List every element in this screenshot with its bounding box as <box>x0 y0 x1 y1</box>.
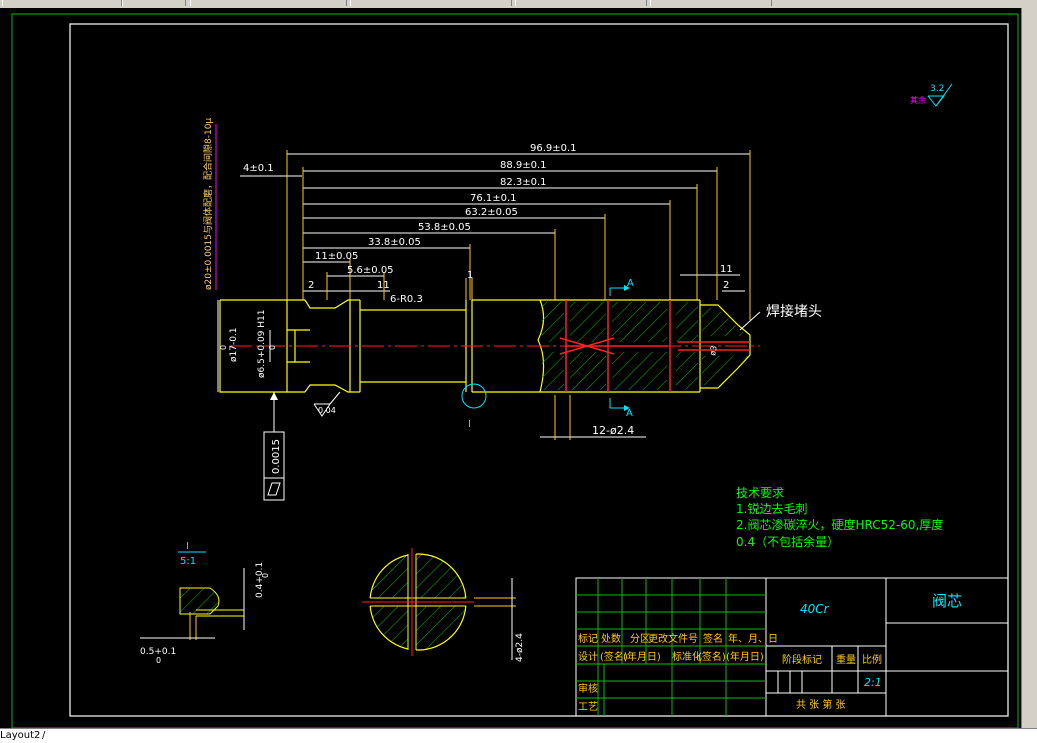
svg-text:11: 11 <box>377 280 390 291</box>
title-block <box>575 577 1009 717</box>
svg-text:88.9±0.1: 88.9±0.1 <box>500 160 547 171</box>
svg-text:11±0.05: 11±0.05 <box>315 251 358 262</box>
svg-text:I: I <box>186 541 189 552</box>
svg-text:12-ø2.4: 12-ø2.4 <box>592 424 634 437</box>
svg-text:11: 11 <box>720 264 733 275</box>
svg-text:焊接堵头: 焊接堵头 <box>766 303 822 320</box>
svg-text:A: A <box>627 278 634 289</box>
svg-text:标记: 标记 <box>578 633 598 645</box>
title-block-texts: 标记 处数 分区 更改文件号 签名 年、月、日 设计 (签名) (年月日) 标准… <box>578 632 882 713</box>
weld-plug-callout: 焊接堵头 ø3 <box>708 303 822 356</box>
toolbar-segment[interactable] <box>122 0 186 6</box>
toolbar-segment[interactable] <box>190 0 347 6</box>
drawing-canvas[interactable]: 其余 3.2 ø20±0.0015与阀体配磨，配合间隙8-10μ <box>0 8 1021 729</box>
detail-view: I 5:1 0.5+0.1 0 0.4+0.1 0 <box>140 541 270 665</box>
detail-circle-marker: I <box>461 383 487 430</box>
material-text: 40Cr <box>800 602 830 616</box>
section-a-markers: A A <box>609 278 634 419</box>
svg-text:0.5+0.1: 0.5+0.1 <box>140 647 176 657</box>
svg-text:更改文件号: 更改文件号 <box>648 632 698 645</box>
svg-text:技术要求: 技术要求 <box>736 486 784 500</box>
cad-drawing[interactable]: 其余 3.2 ø20±0.0015与阀体配磨，配合间隙8-10μ <box>0 8 1021 729</box>
valve-core-outline <box>219 299 751 393</box>
tab-separator: / <box>42 730 46 741</box>
toolbar-segment[interactable] <box>2 0 122 6</box>
holes-dimension: 12-ø2.4 <box>540 395 646 440</box>
svg-text:年、月、日: 年、月、日 <box>728 632 778 645</box>
svg-text:2: 2 <box>723 280 729 291</box>
svg-text:处数: 处数 <box>601 632 621 645</box>
technical-requirements: 技术要求 1.锐边去毛刺 2.阀芯渗碳淬火，硬度HRC52-60,厚度 0.4（… <box>736 486 943 549</box>
svg-text:ø6.5+0.09 H11: ø6.5+0.09 H11 <box>257 310 267 378</box>
svg-text:分区: 分区 <box>630 633 650 645</box>
dimension-texts: 96.9±0.1 88.9±0.1 82.3±0.1 76.1±0.1 63.2… <box>243 143 733 305</box>
svg-text:(年月日): (年月日) <box>726 650 764 663</box>
svg-text:(年月日): (年月日) <box>623 650 661 663</box>
section-view-aa: 4-ø2.4 <box>362 548 525 662</box>
svg-text:阶段标记: 阶段标记 <box>782 653 822 666</box>
svg-text:ø17-0.1: ø17-0.1 <box>229 327 239 362</box>
svg-text:(签名): (签名) <box>698 650 726 663</box>
vertical-scrollbar[interactable] <box>1021 8 1037 728</box>
svg-text:33.8±0.05: 33.8±0.05 <box>368 237 421 248</box>
svg-text:5.6±0.05: 5.6±0.05 <box>347 265 394 276</box>
svg-text:96.9±0.1: 96.9±0.1 <box>530 143 577 154</box>
toolbar-segment[interactable] <box>515 0 647 6</box>
svg-text:76.1±0.1: 76.1±0.1 <box>470 193 517 204</box>
svg-text:签名: 签名 <box>703 632 723 645</box>
svg-text:其余: 其余 <box>910 95 926 105</box>
svg-text:共 张 第 张: 共 张 第 张 <box>796 698 846 711</box>
svg-text:0.4+0.1: 0.4+0.1 <box>255 562 265 598</box>
svg-text:53.8±0.05: 53.8±0.05 <box>418 222 471 233</box>
svg-text:设计: 设计 <box>578 650 598 663</box>
svg-text:2.阀芯渗碳淬火，硬度HRC52-60,厚度: 2.阀芯渗碳淬火，硬度HRC52-60,厚度 <box>736 517 943 532</box>
diameter-note: ø20±0.0015与阀体配磨，配合间隙8-10μ <box>202 118 217 290</box>
svg-text:63.2±0.05: 63.2±0.05 <box>465 207 518 218</box>
svg-text:ø20±0.0015与阀体配磨，配合间隙8-10μ: ø20±0.0015与阀体配磨，配合间隙8-10μ <box>202 118 214 290</box>
roughness-symbol-rest: 其余 3.2 <box>910 83 953 107</box>
svg-text:4-ø2.4: 4-ø2.4 <box>515 633 525 662</box>
svg-text:0.04: 0.04 <box>318 406 336 415</box>
svg-text:工艺: 工艺 <box>578 701 598 713</box>
part-name-text: 阀芯 <box>932 592 962 610</box>
left-diameter-dims: ø17-0.1 0 ø6.5+0.09 H11 0 <box>217 300 277 392</box>
drawing-border <box>69 23 1009 717</box>
svg-text:比例: 比例 <box>862 653 882 666</box>
svg-text:ø3: ø3 <box>708 345 719 356</box>
dimension-lines <box>240 153 750 292</box>
svg-text:0: 0 <box>268 345 277 350</box>
svg-text:1.锐边去毛刺: 1.锐边去毛刺 <box>736 502 807 516</box>
flatness-tolerance-box: 0.0015 <box>263 392 285 501</box>
toolbar-segment[interactable] <box>350 0 512 6</box>
roughness-bottom: 0.04 <box>313 391 341 417</box>
svg-text:3.2: 3.2 <box>930 84 944 94</box>
svg-text:0: 0 <box>219 345 228 350</box>
svg-text:6-R0.3: 6-R0.3 <box>390 294 423 305</box>
hatched-sections <box>542 302 748 390</box>
tab-layout2[interactable]: Layout2 <box>0 730 41 741</box>
svg-text:82.3±0.1: 82.3±0.1 <box>500 177 547 188</box>
toolbar-segment[interactable] <box>650 0 772 6</box>
svg-text:标准化: 标准化 <box>672 650 702 663</box>
svg-text:重量: 重量 <box>836 653 856 666</box>
svg-text:2: 2 <box>308 280 314 291</box>
svg-text:(签名): (签名) <box>600 650 628 663</box>
svg-text:0: 0 <box>261 573 270 578</box>
scale-text: 2:1 <box>864 676 882 689</box>
outer-frame <box>11 13 1019 729</box>
svg-text:A: A <box>626 408 633 419</box>
svg-text:0.4（不包括余量）: 0.4（不包括余量） <box>736 534 839 549</box>
svg-text:5:1: 5:1 <box>180 556 196 567</box>
svg-text:4±0.1: 4±0.1 <box>243 163 274 174</box>
svg-text:I: I <box>468 419 471 430</box>
svg-text:审核: 审核 <box>578 682 598 695</box>
svg-text:0: 0 <box>156 656 161 665</box>
layout-tab-bar: Layout2 / <box>0 728 1037 743</box>
svg-text:0.0015: 0.0015 <box>271 439 282 474</box>
svg-text:1: 1 <box>467 270 473 281</box>
